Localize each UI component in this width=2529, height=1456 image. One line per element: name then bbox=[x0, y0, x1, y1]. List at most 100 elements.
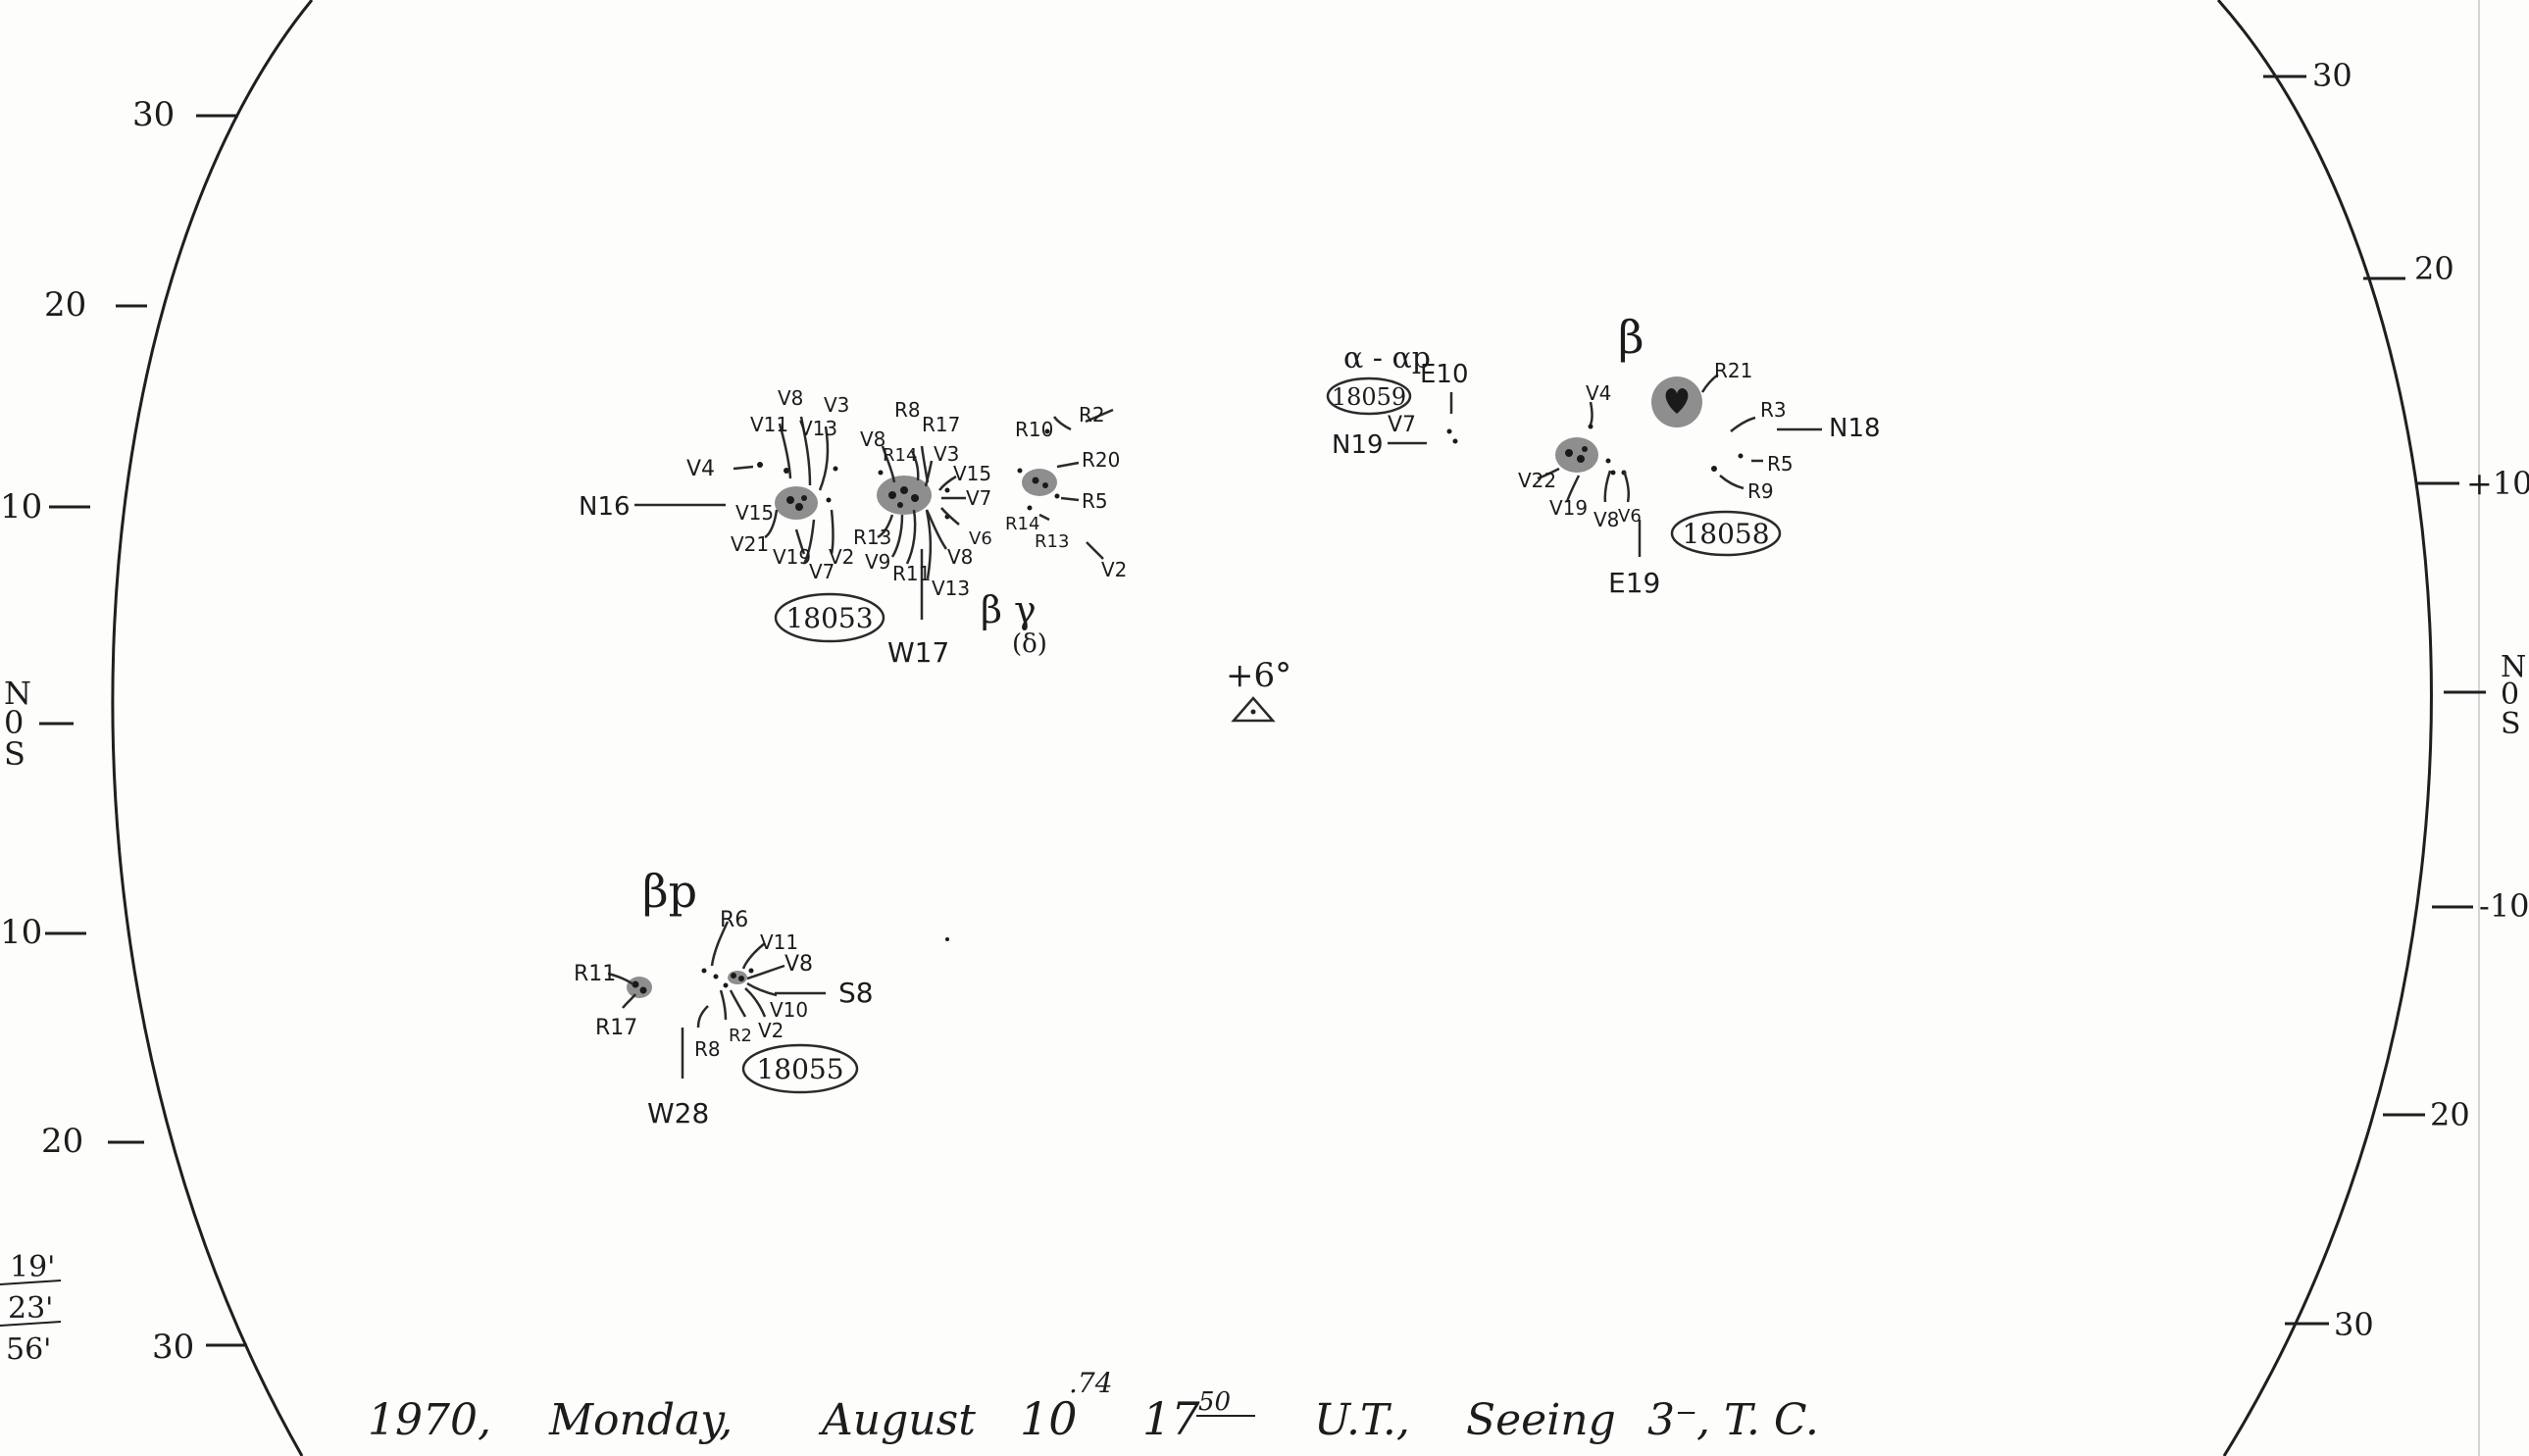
caption-weekday: Monday, bbox=[548, 1395, 733, 1445]
spot-label: V10 bbox=[770, 998, 808, 1022]
spot-label: R8 bbox=[694, 1037, 721, 1061]
spot-penumbra bbox=[877, 476, 932, 515]
group-number-oval bbox=[741, 1043, 859, 1094]
group-number: 18058 bbox=[1682, 518, 1769, 550]
spot-label: V19 bbox=[1549, 496, 1588, 520]
spot-label: V8 bbox=[947, 545, 973, 569]
group-number: 18055 bbox=[756, 1053, 843, 1085]
pore bbox=[748, 968, 754, 974]
spot-umbra bbox=[795, 503, 803, 511]
spot-umbra bbox=[738, 976, 744, 981]
left-tick-10s: 10 bbox=[0, 913, 42, 952]
spot-label: V21 bbox=[731, 532, 769, 556]
spot-label: R17 bbox=[922, 413, 960, 436]
spot-label: V8 bbox=[778, 386, 803, 410]
pore bbox=[1027, 505, 1033, 511]
spot-label: R11 bbox=[574, 962, 616, 986]
pore bbox=[1054, 493, 1060, 499]
right-tick-10s: -10 bbox=[2479, 887, 2529, 925]
angle-note-2: 23' bbox=[8, 1291, 53, 1326]
pore bbox=[701, 968, 707, 974]
longitude-label: E10 bbox=[1420, 360, 1469, 389]
solar-limb-left bbox=[111, 0, 314, 1456]
spot-label: V3 bbox=[934, 442, 959, 466]
spot-label: R3 bbox=[1760, 398, 1787, 422]
magnetic-class: β γ bbox=[981, 588, 1037, 631]
latitude-label: S8 bbox=[838, 977, 874, 1009]
spot-label: V8 bbox=[1593, 508, 1619, 531]
spot-label: R11 bbox=[892, 562, 931, 585]
pore bbox=[945, 937, 949, 941]
group-number-oval bbox=[1326, 377, 1412, 416]
spot-label: R2 bbox=[729, 1026, 752, 1046]
spot-penumbra bbox=[728, 971, 747, 984]
spot-umbra bbox=[1577, 455, 1585, 463]
right-tick-s: S bbox=[2501, 707, 2521, 741]
center-dot bbox=[1250, 709, 1256, 715]
pore bbox=[878, 470, 884, 476]
spot-label: V2 bbox=[1101, 558, 1127, 581]
spot-label: R13 bbox=[1035, 531, 1069, 552]
spot-label: R8 bbox=[894, 398, 921, 422]
spot-umbra bbox=[1042, 482, 1048, 488]
spot-umbra bbox=[786, 496, 794, 504]
pore bbox=[1588, 424, 1593, 429]
right-tick-n: N bbox=[2501, 650, 2526, 684]
spot-umbra bbox=[897, 502, 903, 508]
right-tick-30s: 30 bbox=[2334, 1306, 2374, 1343]
spot-label: R5 bbox=[1082, 489, 1108, 513]
spot-label: R14 bbox=[883, 445, 917, 466]
inclination-label: +6° bbox=[1226, 656, 1291, 695]
latitude-label: N16 bbox=[579, 492, 631, 522]
pore bbox=[1452, 438, 1458, 444]
left-tick-20s: 20 bbox=[41, 1122, 83, 1161]
latitude-label: N19 bbox=[1332, 430, 1384, 460]
spot-label: V19 bbox=[773, 545, 811, 569]
caption-ut: U.T., bbox=[1314, 1395, 1410, 1445]
spot-label: V6 bbox=[1618, 506, 1642, 527]
spot-label: R2 bbox=[1079, 403, 1105, 427]
spot-label: R9 bbox=[1747, 479, 1774, 503]
pore bbox=[1605, 458, 1611, 464]
pore bbox=[757, 462, 763, 468]
caption-observer: , T. C. bbox=[1696, 1395, 1819, 1445]
longitude-label: W28 bbox=[647, 1097, 709, 1130]
spot-umbra bbox=[639, 986, 647, 994]
spot-label: V15 bbox=[953, 462, 991, 485]
center-triangle-icon bbox=[1231, 696, 1276, 723]
spot-umbra bbox=[801, 495, 807, 501]
left-tick-30s: 30 bbox=[152, 1328, 194, 1367]
right-tick-0: 0 bbox=[2501, 678, 2519, 712]
caption-day-fraction: .74 bbox=[1069, 1367, 1113, 1399]
caption-month: August bbox=[818, 1395, 976, 1445]
spot-label: V15 bbox=[735, 501, 774, 525]
magnetic-class: α - αp bbox=[1343, 341, 1431, 376]
spot-label: V7 bbox=[1388, 413, 1416, 437]
latitude-label: N18 bbox=[1829, 414, 1881, 443]
spot-label: R17 bbox=[595, 1016, 637, 1040]
sunspot-group-18053: N16 V4 V11 V8 V13 V3 V15 V21 V19 V7 V2 V… bbox=[579, 386, 1127, 669]
spot-label: R10 bbox=[1015, 418, 1053, 441]
group-number: 18053 bbox=[785, 602, 873, 634]
spot-penumbra bbox=[627, 977, 652, 998]
group-number: 18059 bbox=[1332, 383, 1406, 411]
magnetic-class-note: (δ) bbox=[1012, 629, 1047, 659]
left-tick-10n: 10 bbox=[0, 487, 42, 527]
sunspot-group-18055: βp R6 V11 V8 R11 V10 S8 R17 R8 R2 V2 bbox=[574, 865, 949, 1130]
spot-penumbra bbox=[775, 486, 818, 520]
pore bbox=[1446, 428, 1452, 434]
spot-umbra bbox=[911, 494, 919, 502]
caption-day: 10 bbox=[1020, 1392, 1078, 1445]
spot-umbra bbox=[632, 980, 639, 988]
left-tick-0: 0 bbox=[4, 704, 24, 741]
spot-label: V4 bbox=[1586, 381, 1611, 405]
pore bbox=[833, 466, 838, 472]
pore bbox=[784, 468, 789, 474]
pore bbox=[1044, 428, 1050, 434]
spot-label: V11 bbox=[760, 930, 798, 954]
sunspot-group-18058: β V4 R21 R3 N18 V22 R5 R9 V19 V8 V6 bbox=[1518, 311, 1881, 599]
pore bbox=[944, 487, 950, 493]
spot-label: V8 bbox=[784, 952, 813, 977]
spot-label: V11 bbox=[750, 413, 788, 436]
spot-umbra bbox=[900, 486, 908, 494]
